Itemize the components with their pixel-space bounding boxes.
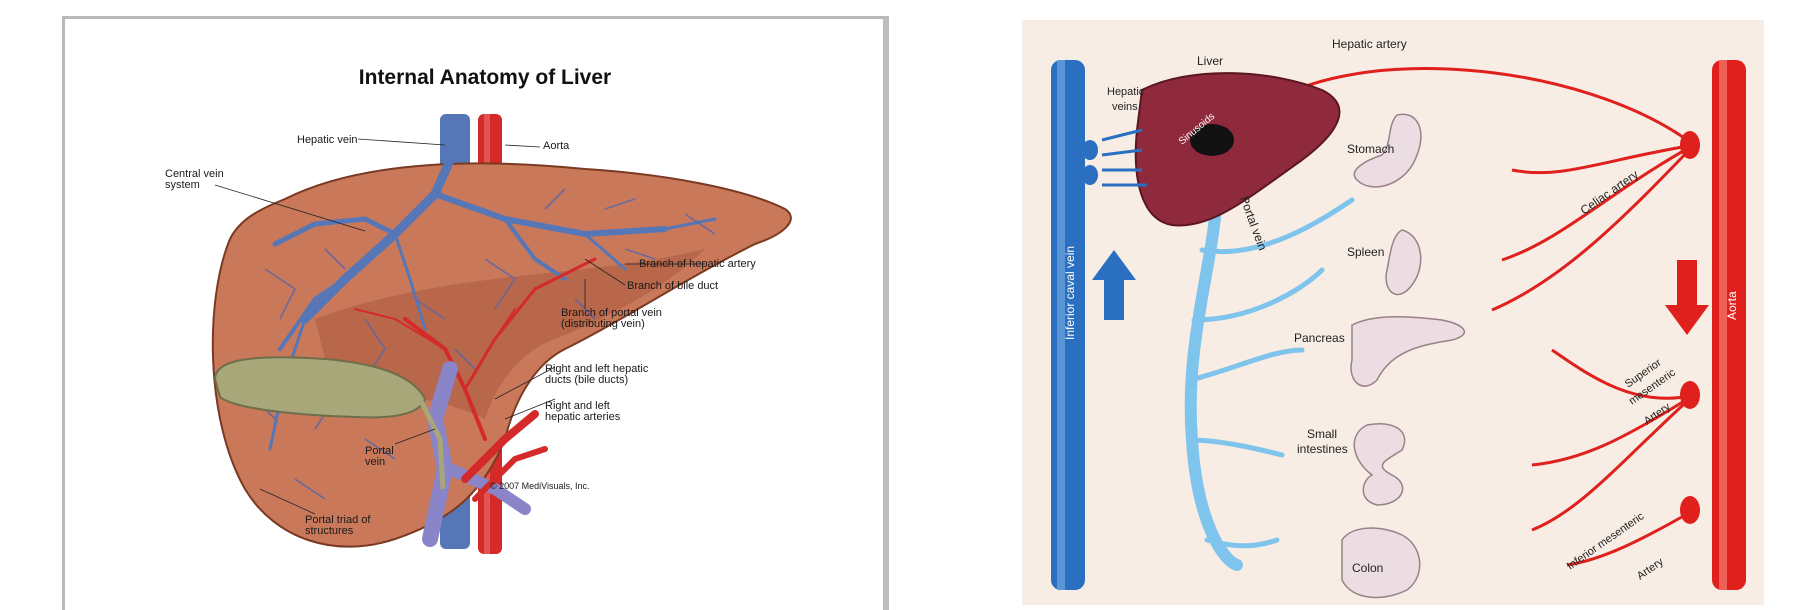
spleen-organ — [1386, 230, 1421, 294]
label-central-vein-2: system — [165, 179, 200, 191]
label-inferior-caval-vein: Inferior caval vein — [1063, 246, 1077, 340]
hepatic-circulation-figure: Inferior caval vein Aorta — [1022, 20, 1764, 605]
label-hepatic-artery: Hepatic artery — [1332, 37, 1407, 51]
up-arrow — [1092, 250, 1136, 320]
label-hepatic-vein: Hepatic vein — [297, 134, 358, 146]
label-colon: Colon — [1352, 561, 1383, 575]
label-inferior-mesenteric-2: Artery — [1635, 556, 1666, 583]
label-superior-mesenteric-3: Artery — [1642, 401, 1673, 428]
label-branch-bile-duct: Branch of bile duct — [627, 280, 718, 292]
label-branch-hepatic-artery: Branch of hepatic artery — [639, 258, 756, 270]
label-spleen: Spleen — [1347, 245, 1384, 259]
label-small-intestines-1: Small — [1307, 427, 1337, 441]
label-portal-vein-2: vein — [365, 456, 385, 468]
label-portal-branch-2: (distributing vein) — [561, 318, 645, 330]
label-hepatic-veins-2: veins — [1112, 101, 1138, 113]
pancreas-organ — [1351, 317, 1464, 386]
label-aorta-right: Aorta — [1725, 291, 1739, 320]
label-stomach: Stomach — [1347, 142, 1394, 156]
figure-title: Internal Anatomy of Liver — [359, 66, 611, 89]
label-portal-triad-2: structures — [305, 525, 354, 537]
down-arrow — [1665, 260, 1709, 335]
label-pancreas: Pancreas — [1294, 331, 1345, 345]
small-intestines-organ — [1354, 424, 1404, 505]
aorta-column — [1712, 60, 1746, 590]
label-aorta: Aorta — [543, 140, 570, 152]
label-liver: Liver — [1197, 54, 1223, 68]
label-hepatic-arteries-2: hepatic arteries — [545, 411, 621, 423]
liver-organ — [1136, 73, 1340, 225]
copyright-text: © 2007 MediVisuals, Inc. — [490, 481, 590, 491]
circulation-svg: Inferior caval vein Aorta — [1022, 20, 1764, 605]
liver-anatomy-figure: Internal Anatomy of Liver — [62, 16, 889, 610]
label-hepatic-veins-1: Hepatic — [1107, 86, 1145, 98]
label-portal-vein: Portal vein — [1237, 194, 1270, 252]
liver-anatomy-svg: Internal Anatomy of Liver — [65, 19, 883, 610]
label-hepatic-ducts-2: ducts (bile ducts) — [545, 374, 628, 386]
label-small-intestines-2: intestines — [1297, 442, 1348, 456]
